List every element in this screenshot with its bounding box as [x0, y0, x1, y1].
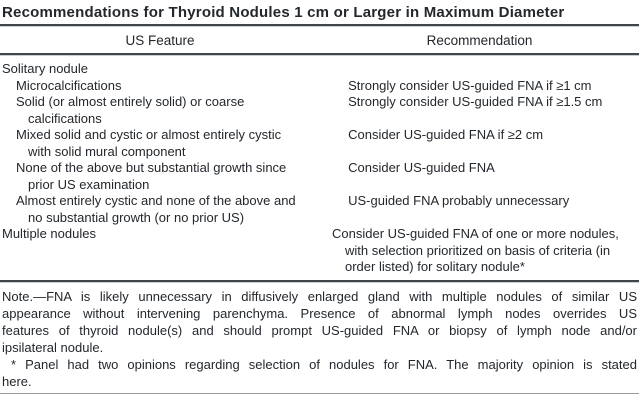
note-line: appearance without intervening parenchym…	[2, 305, 637, 321]
table-row: Multiple nodules Consider US-guided FNA o…	[2, 226, 639, 276]
recommendation-cell: Consider US-guided FNA	[348, 160, 495, 175]
column-header-us-feature: US Feature	[125, 32, 195, 48]
table-header-row: US Feature Recommendation	[0, 27, 639, 53]
note-line: features of thyroid nodule(s) and should…	[2, 322, 637, 338]
table-row: Mixed solid and cystic or almost entirel…	[2, 127, 639, 160]
table-title: Recommendations for Thyroid Nodules 1 cm…	[2, 4, 565, 21]
us-feature-cell: Solid (or almost entirely solid) or coar…	[16, 94, 245, 126]
us-feature-cell: Solitary nodule	[2, 61, 88, 76]
recommendation-cell: Consider US-guided FNA of one or more no…	[332, 226, 619, 274]
note-line: * Panel had two opinions regarding selec…	[11, 356, 637, 372]
table-row: None of the above but substantial growth…	[2, 160, 639, 193]
rule-above-note	[0, 279, 639, 283]
recommendation-cell: US-guided FNA probably unnecessary	[348, 193, 570, 208]
recommendation-cell: Strongly consider US-guided FNA if ≥1.5 …	[348, 94, 603, 109]
table-row: Solid (or almost entirely solid) or coar…	[2, 94, 639, 127]
rule-under-title	[0, 24, 639, 27]
us-feature-cell: Multiple nodules	[2, 226, 96, 241]
note-line: Note.—FNA is likely unnecessary in diffu…	[2, 288, 637, 304]
recommendation-cell: Strongly consider US-guided FNA if ≥1 cm	[348, 77, 592, 93]
table-row: Microcalcifications Strongly consider US-…	[2, 78, 639, 95]
us-feature-cell: Mixed solid and cystic or almost entirel…	[16, 127, 282, 159]
us-feature-cell: Microcalcifications	[16, 77, 122, 93]
note-section: Note.—FNA is likely unnecessary in diffu…	[0, 283, 639, 390]
us-feature-cell: None of the above but substantial growth…	[16, 160, 287, 192]
note-line: here.	[2, 373, 32, 389]
column-header-recommendation: Recommendation	[426, 32, 533, 48]
recommendation-cell: Consider US-guided FNA if ≥2 cm	[348, 127, 544, 142]
rule-under-header	[0, 53, 639, 56]
rule-bottom	[0, 392, 639, 394]
table-row: Solitary nodule	[2, 61, 639, 78]
note-line: ipsilateral nodule.	[2, 339, 104, 355]
us-feature-cell: Almost entirely cystic and none of the a…	[16, 193, 296, 225]
table-row: Almost entirely cystic and none of the a…	[2, 193, 639, 226]
recommendation-cell	[332, 61, 633, 78]
